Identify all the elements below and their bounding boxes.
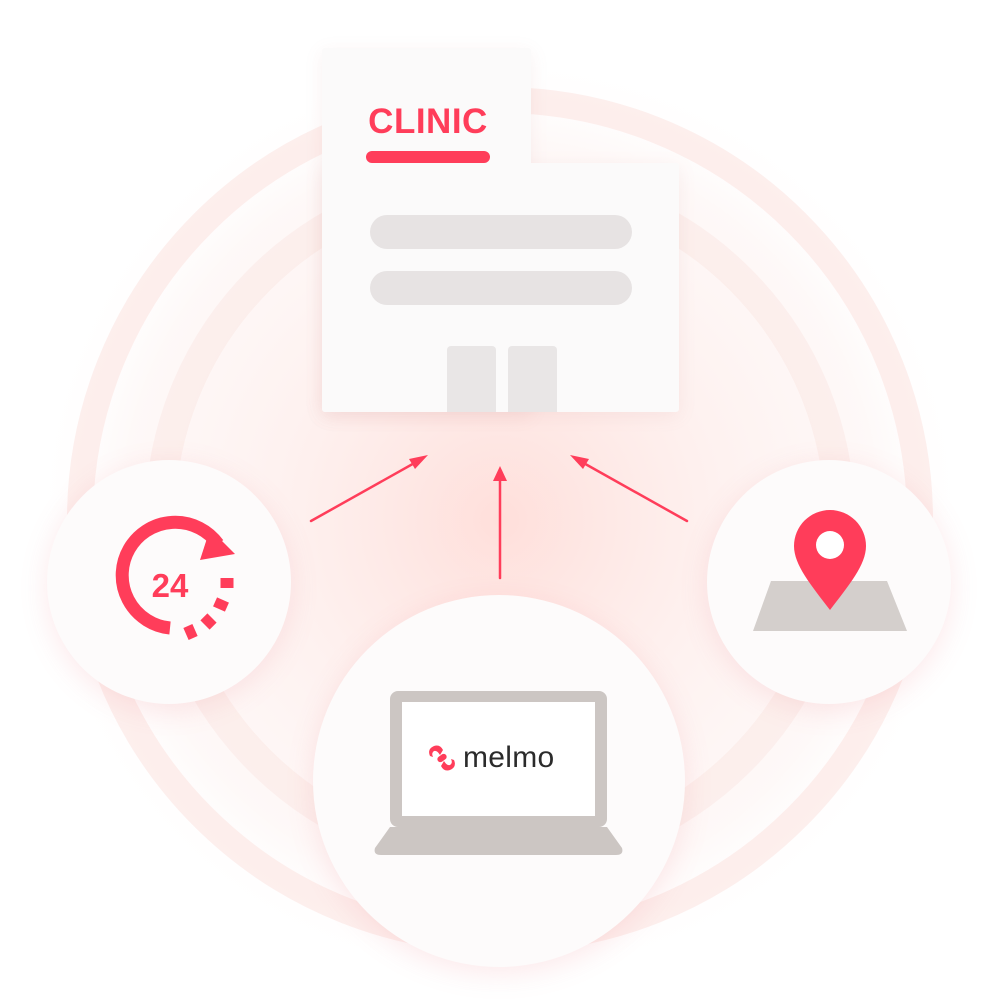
- 24-hours-node: 24: [47, 460, 291, 704]
- clinic-sign-underline: [366, 151, 490, 163]
- arrow-center-head: [493, 466, 507, 481]
- logo-swirl-bottom: [441, 759, 455, 771]
- logo-swirl-top: [429, 745, 443, 757]
- pin-body: [794, 510, 866, 610]
- clinic-door-left: [447, 346, 496, 412]
- logo-link: [437, 753, 447, 763]
- brand-name: melmo: [463, 741, 555, 774]
- clock-arc: [115, 515, 224, 635]
- clinic-sign: CLINIC: [368, 102, 488, 141]
- hours-label: 24: [152, 567, 189, 604]
- clinic-door-right: [508, 346, 557, 412]
- laptop-icon: [374, 691, 623, 855]
- arrow-left-head: [409, 455, 428, 469]
- clock-dash: [183, 624, 198, 640]
- 24-hours-icon: 24: [115, 515, 235, 640]
- clock-arrowhead: [200, 529, 235, 560]
- map-pin-icon: [753, 510, 907, 631]
- clinic-building-icon: CLINIC: [322, 48, 679, 412]
- pin-hole: [816, 531, 844, 559]
- location-node: [707, 460, 951, 704]
- clock-dash: [200, 613, 217, 630]
- melmo-mark-icon: [429, 745, 455, 771]
- laptop-node: [313, 595, 685, 967]
- arrow-right-head: [570, 455, 589, 469]
- arrow-right-line: [578, 459, 689, 523]
- arrow-left-line: [309, 459, 420, 523]
- laptop-screen: [402, 702, 595, 816]
- melmo-logo: melmo: [425, 738, 555, 778]
- laptop-base: [374, 827, 623, 855]
- clock-dash: [213, 597, 229, 612]
- clinic-window: [370, 271, 632, 305]
- clinic-window: [370, 215, 632, 249]
